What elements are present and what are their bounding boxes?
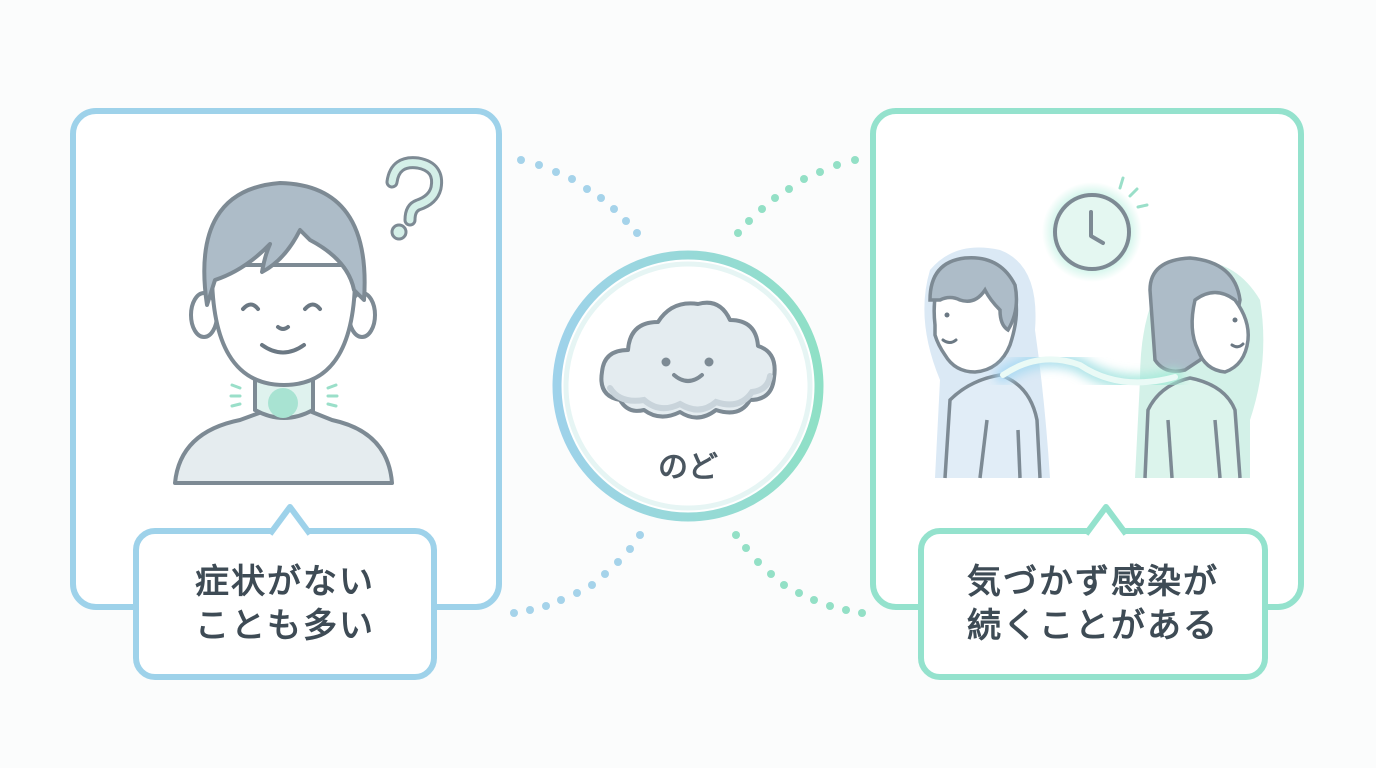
right-caption-line-1: 気づかず感染が: [967, 562, 1219, 602]
left-caption-line-1: 症状がない: [195, 562, 375, 602]
left-caption-bubble: 症状がない ことも多い: [133, 504, 437, 680]
center-label: のど: [658, 450, 718, 485]
throat-glow-icon: [268, 388, 298, 418]
right-caption-bubble: 気づかず感染が 続くことがある: [918, 504, 1268, 680]
left-caption-line-2: ことも多い: [195, 606, 375, 646]
right-caption-line-2: 続くことがある: [967, 606, 1219, 646]
